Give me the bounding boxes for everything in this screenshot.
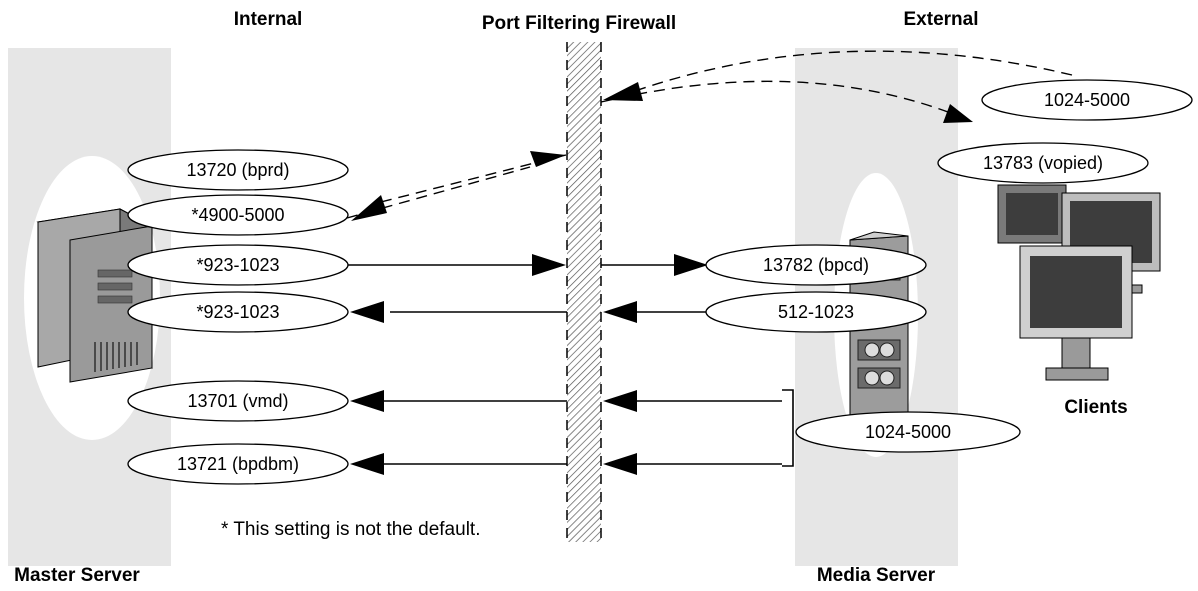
port-oval-512 bbox=[705, 291, 927, 333]
port-oval-bpcd bbox=[705, 244, 927, 286]
port-label-client-range: 1024-5000 bbox=[1044, 90, 1130, 110]
port-oval-923-out bbox=[127, 244, 349, 286]
arrowhead bbox=[603, 453, 637, 475]
port-label-bpcd: 13782 (bpcd) bbox=[763, 255, 869, 275]
port-label-512: 512-1023 bbox=[778, 302, 854, 322]
port-label-923-out: *923-1023 bbox=[196, 255, 279, 275]
port-oval-923-in bbox=[127, 291, 349, 333]
footnote: * This setting is not the default. bbox=[221, 519, 480, 540]
tower-server-icon bbox=[36, 208, 154, 383]
connection-lines bbox=[348, 264, 794, 467]
arrowheads bbox=[350, 254, 708, 475]
port-label-vopied: 13783 (vopied) bbox=[983, 153, 1103, 173]
arrowhead bbox=[603, 82, 643, 101]
master-server-label: Master Server bbox=[14, 565, 140, 586]
port-label-media-range: 1024-5000 bbox=[865, 422, 951, 442]
internal-header: Internal bbox=[234, 9, 303, 30]
port-oval-bpdbm bbox=[127, 443, 349, 485]
dashed-connections bbox=[346, 50, 1073, 219]
arrowhead bbox=[603, 301, 637, 323]
port-label-vmd: 13701 (vmd) bbox=[187, 391, 288, 411]
port-oval-bprd bbox=[127, 149, 349, 191]
dashed-arrowheads bbox=[351, 82, 973, 221]
port-oval-vmd bbox=[127, 380, 349, 422]
external-header: External bbox=[904, 9, 979, 30]
arrowhead bbox=[350, 453, 384, 475]
arrowhead bbox=[943, 104, 973, 123]
port-label-bpdbm: 13721 (bpdbm) bbox=[177, 454, 299, 474]
arrowhead bbox=[532, 254, 566, 276]
port-label-4900: *4900-5000 bbox=[191, 205, 284, 225]
port-oval-media-range bbox=[795, 411, 1021, 453]
clients-label: Clients bbox=[1064, 397, 1127, 418]
media-server-label: Media Server bbox=[817, 565, 936, 586]
port-oval-vopied bbox=[937, 142, 1149, 184]
port-label-bprd: 13720 (bprd) bbox=[186, 160, 289, 180]
client-monitor-icon bbox=[997, 184, 1161, 381]
arrowhead bbox=[350, 390, 384, 412]
arrowhead bbox=[351, 195, 387, 221]
arrowhead bbox=[674, 254, 708, 276]
port-oval-client-range bbox=[981, 79, 1193, 121]
firewall-wall bbox=[566, 42, 602, 542]
port-label-923-in: *923-1023 bbox=[196, 302, 279, 322]
arrowhead bbox=[530, 151, 566, 167]
firewall-header: Port Filtering Firewall bbox=[482, 13, 676, 34]
port-oval-4900 bbox=[127, 194, 349, 236]
port-ovals: 13720 (bprd) *4900-5000 *923-1023 *923-1… bbox=[127, 79, 1193, 485]
arrowhead bbox=[350, 301, 384, 323]
arrowhead bbox=[603, 390, 637, 412]
